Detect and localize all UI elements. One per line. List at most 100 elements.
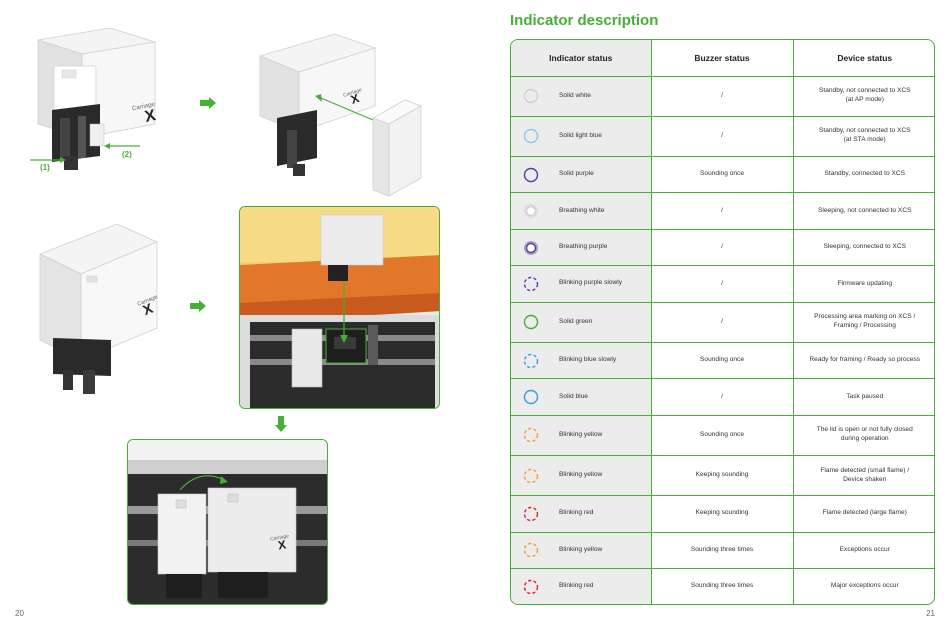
header-device-status: Device status <box>792 40 934 77</box>
buzzer-status-cell: / <box>650 265 794 303</box>
indicator-status-cell: Solid light blue <box>511 115 652 157</box>
indicator-status-cell: Breathing purple <box>511 228 652 267</box>
indicator-status-content: Blinking red <box>523 579 645 595</box>
indicator-status-content: Blinking purple slowly <box>523 276 645 292</box>
solid-ring-icon <box>523 389 539 405</box>
device-status-cell: Sleeping, connected to XCS <box>792 228 934 267</box>
table-row: Solid blue/Task paused <box>511 378 934 416</box>
indicator-status-content: Solid purple <box>523 167 645 183</box>
indicator-status-label: Blinking yellow <box>559 430 603 438</box>
blinking-ring-icon <box>523 579 539 594</box>
device-status-cell: Major exceptions occur <box>792 568 934 604</box>
device-status-line-1: Ready for framing / Ready so process <box>809 356 921 364</box>
blinking-ring-icon <box>523 506 539 522</box>
device-status-cell: Standby, connected to XCS <box>792 155 934 194</box>
device-status-cell: Sleeping, not connected to XCS <box>792 192 934 230</box>
indicator-status-label: Solid purple <box>559 170 594 178</box>
blinking-ring-icon <box>523 428 539 443</box>
indicator-status-cell: Blinking red <box>511 495 652 533</box>
step-arrow-3 <box>275 416 287 432</box>
buzzer-status-cell: Sounding once <box>650 155 794 194</box>
indicator-status-label: Blinking yellow <box>559 471 603 479</box>
buzzer-status-cell: Keeping sounding <box>650 495 794 533</box>
device-status-line-1: Task paused <box>846 392 884 400</box>
device-status-cell: Task paused <box>792 378 934 416</box>
device-status-cell: Standby, not connected to XCS(at STA mod… <box>792 115 934 157</box>
indicator-status-cell: Solid green <box>511 301 652 343</box>
machine-insertion-photo <box>239 206 440 409</box>
breathing-ring-icon <box>524 240 538 255</box>
indicator-status-cell: Solid blue <box>511 378 652 416</box>
breathing-ring-icon <box>524 204 538 219</box>
buzzer-status-cell: / <box>650 75 794 117</box>
step-arrow-2 <box>190 300 206 312</box>
device-status-cell: Flame detected (large flame) <box>792 495 934 533</box>
table-row: Blinking red Keeping sounding Flame detect… <box>511 495 934 533</box>
indicator-status-cell: Blinking blue slowly <box>511 341 652 380</box>
callout-1: (1) <box>40 163 50 172</box>
table-header-row: Indicator status Buzzer status Device st… <box>511 40 934 77</box>
cover-reinstall-photo <box>127 439 328 605</box>
buzzer-status-cell: / <box>650 115 794 157</box>
table-row: Solid green / Processing area marking on X… <box>511 301 934 343</box>
buzzer-status-cell: Sounding once <box>650 414 794 456</box>
blinking-ring-icon <box>523 353 539 368</box>
indicator-status-label: Blinking red <box>559 509 594 517</box>
indicator-status-content: Solid green <box>523 314 645 330</box>
carriage-assembled-illustration <box>39 223 159 394</box>
carriage-module-illustration <box>30 28 156 170</box>
indicator-status-content: Solid white <box>523 88 645 104</box>
device-status-cell: Exceptions occur <box>792 531 934 570</box>
indicator-status-cell: Blinking yellow <box>511 414 652 456</box>
page-number-left: 20 <box>15 609 24 618</box>
device-status-line-1: Processing area marking on XCS / <box>814 313 916 321</box>
step-arrow-1 <box>200 97 216 109</box>
buzzer-status-cell: / <box>650 192 794 230</box>
indicator-status-label: Solid white <box>559 91 591 99</box>
page-title: Indicator description <box>510 12 659 29</box>
table-row: Solid purple Sounding once Standby, connec… <box>511 155 934 194</box>
device-status-line-1: Standby, not connected to XCS <box>818 127 911 135</box>
indicator-status-content: Solid light blue <box>523 128 645 144</box>
device-status-cell: Standby, not connected to XCS(at AP mode… <box>792 75 934 117</box>
device-status-line-2: Framing / Processing <box>833 322 896 330</box>
device-status-line-2: (at STA mode) <box>843 136 886 144</box>
indicator-status-content: Breathing purple <box>523 240 645 256</box>
left-page: (1) (2) Carriage X Carriage X Carriage X <box>15 28 440 618</box>
indicator-status-cell: Blinking yellow <box>511 531 652 570</box>
device-status-line-1: Standby, not connected to XCS <box>818 87 911 95</box>
indicator-status-content: Blinking yellow <box>523 542 645 558</box>
indicator-status-label: Blinking red <box>559 582 594 590</box>
device-status-line-1: Exceptions occur <box>839 545 890 553</box>
blinking-ring-icon <box>523 543 539 558</box>
device-status-cell: Firmware updating <box>792 265 934 303</box>
indicator-status-cell: Blinking red <box>511 568 652 604</box>
table-row: Breathing white /Sleeping, not connected … <box>511 192 934 230</box>
device-status-line-2: (at AP mode) <box>845 96 884 104</box>
indicator-table: Indicator status Buzzer status Device st… <box>510 39 935 605</box>
blinking-ring-icon <box>523 468 539 483</box>
header-indicator-status: Indicator status <box>511 40 652 77</box>
callout-2: (2) <box>122 150 132 159</box>
solid-ring-icon <box>523 88 539 104</box>
indicator-status-label: Blinking yellow <box>559 545 603 553</box>
device-status-line-1: Sleeping, connected to XCS <box>823 243 906 251</box>
page-number-right: 21 <box>926 609 935 618</box>
indicator-status-cell: Solid white <box>511 75 652 117</box>
table-row: Breathing purple/Sleeping, connected to … <box>511 228 934 267</box>
indicator-status-label: Breathing purple <box>559 243 608 251</box>
device-status-line-1: Flame detected (large flame) <box>822 509 907 517</box>
device-status-line-1: The lid is open or not fully closed <box>816 426 913 434</box>
indicator-status-content: Solid blue <box>523 389 645 405</box>
solid-ring-icon <box>523 167 539 182</box>
indicator-status-label: Blinking purple slowly <box>559 279 623 287</box>
buzzer-status-cell: / <box>650 301 794 343</box>
device-status-line-1: Standby, connected to XCS <box>824 170 906 178</box>
indicator-status-label: Breathing white <box>559 206 605 214</box>
indicator-status-label: Solid green <box>559 317 593 325</box>
